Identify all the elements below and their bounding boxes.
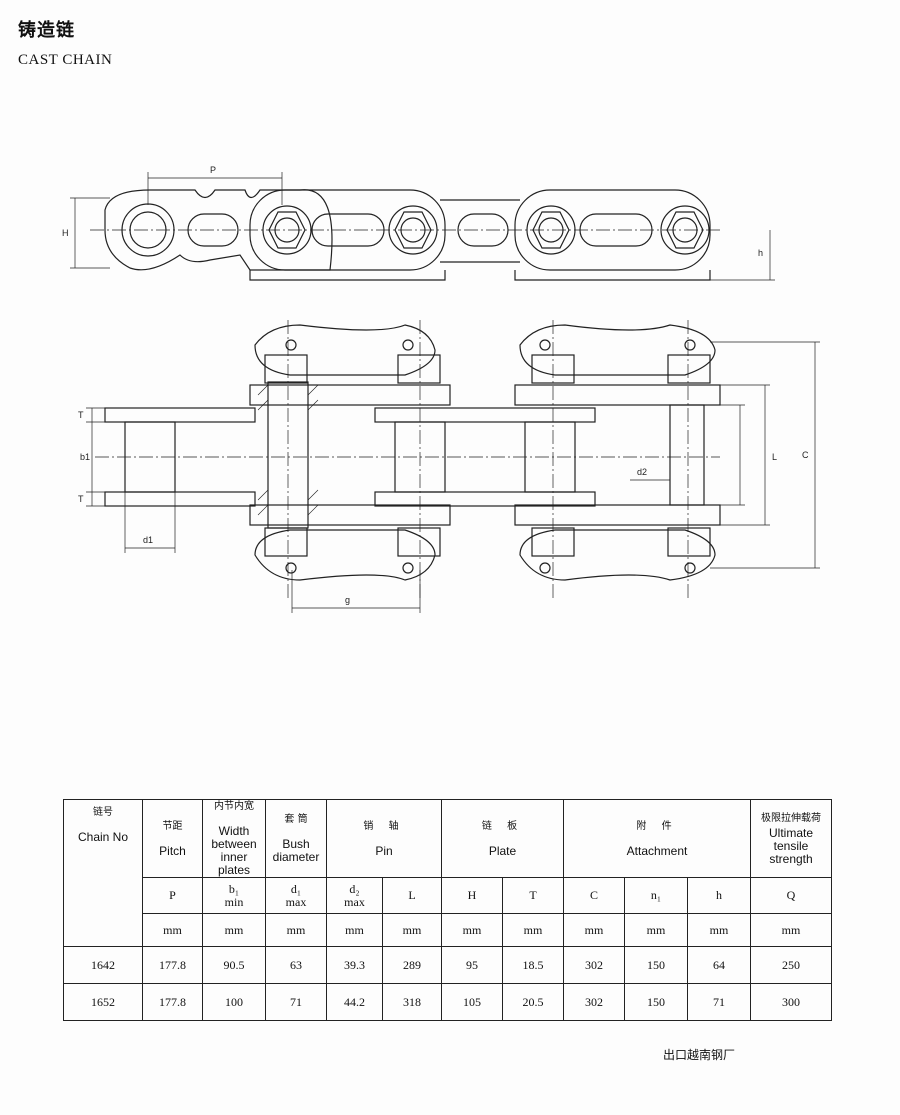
specification-table: 链号 Chain No 节距 Pitch 内节内宽 Width between … [63,799,832,1021]
cell-n1: 150 [624,983,688,1021]
cell-d2: 39.3 [326,946,383,984]
footer-note: 出口越南钢厂 [663,1048,736,1062]
dim-label-T-top: T [78,410,84,420]
cell-d1: 63 [265,946,327,984]
header-pin: 销 轴 Pin [326,799,442,878]
unit-cell: mm [502,913,564,947]
dim-label-T-bottom: T [78,494,84,504]
cell-Q: 250 [750,946,832,984]
cell-L: 318 [382,983,442,1021]
cell-T: 18.5 [502,946,564,984]
unit-cell: mm [563,913,625,947]
unit-cell: mm [382,913,442,947]
symbol-Q: Q [750,877,832,914]
dim-label-P: P [210,165,216,175]
dim-label-g: g [345,595,350,605]
unit-cell: mm [326,913,383,947]
header-plate: 链 板 Plate [441,799,564,878]
chain-drawing: P H h [62,165,820,613]
unit-cell: mm [142,913,203,947]
cell-d1: 71 [265,983,327,1021]
dim-label-C: C [802,450,809,460]
cell-b1: 90.5 [202,946,266,984]
header-pitch: 节距 Pitch [142,799,203,878]
symbol-n1: n₁ [624,877,688,914]
cell-P: 177.8 [142,946,203,984]
unit-cell: mm [265,913,327,947]
cell-chain-no: 1642 [63,946,143,984]
cell-H: 95 [441,946,503,984]
symbol-T: T [502,877,564,914]
top-view [86,320,820,613]
dim-label-b1: b1 [80,452,90,462]
symbol-L: L [382,877,442,914]
dim-label-h: h [758,248,763,258]
dim-label-H: H [62,228,69,238]
dim-label-d1: d1 [143,535,153,545]
cell-H: 105 [441,983,503,1021]
cell-h: 71 [687,983,751,1021]
cell-Q: 300 [750,983,832,1021]
cell-b1: 100 [202,983,266,1021]
symbol-C: C [563,877,625,914]
cell-P: 177.8 [142,983,203,1021]
symbol-h: h [687,877,751,914]
header-strength: 极限拉伸载荷 Ultimate tensile strength [750,799,832,878]
cell-n1: 150 [624,946,688,984]
title-english: CAST CHAIN [18,52,113,68]
cell-chain-no: 1652 [63,983,143,1021]
symbol-P: P [142,877,203,914]
dim-label-d2: d2 [637,467,647,477]
header-attachment: 附 件 Attachment [563,799,751,878]
cell-L: 289 [382,946,442,984]
side-view [70,172,775,281]
unit-cell: mm [441,913,503,947]
dim-label-L: L [772,452,777,462]
cell-T: 20.5 [502,983,564,1021]
header-chain-no: 链号 Chain No [63,799,143,947]
cell-C: 302 [563,983,625,1021]
unit-cell: mm [750,913,832,947]
symbol-H: H [441,877,503,914]
unit-cell: mm [687,913,751,947]
cell-C: 302 [563,946,625,984]
table-row: 1652 177.8 100 71 44.2 318 105 20.5 302 … [63,983,832,1021]
table-row: 1642 177.8 90.5 63 39.3 289 95 18.5 302 … [63,946,832,984]
cell-d2: 44.2 [326,983,383,1021]
title-chinese: 铸造链 [18,20,75,41]
unit-cell: mm [624,913,688,947]
header-bush: 套 筒 Bush diameter [265,799,327,878]
unit-cell: mm [202,913,266,947]
cell-h: 64 [687,946,751,984]
header-width: 内节内宽 Width between inner plates [202,799,266,878]
